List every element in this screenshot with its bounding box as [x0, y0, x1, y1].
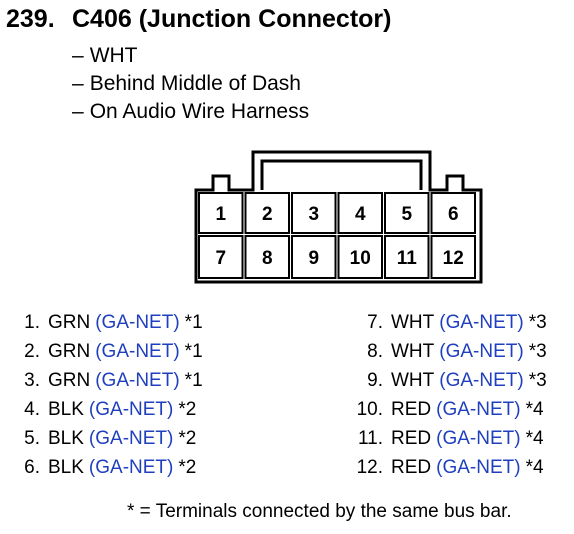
connector-number: 239.	[6, 5, 55, 33]
bus-bar-note: *3	[528, 369, 547, 391]
bus-bar-note: *1	[184, 340, 203, 362]
pin-cavity-label-2: 2	[262, 204, 273, 225]
pin-cavity-label-11: 11	[397, 248, 418, 269]
pin-cavity-label-10: 10	[350, 248, 371, 269]
net-label: (GA-NET)	[436, 398, 521, 420]
net-label: (GA-NET)	[439, 311, 524, 333]
pin-number: 11.	[357, 427, 383, 449]
pin-cavity-6	[430, 192, 476, 234]
pin-cavity-2	[244, 192, 290, 234]
wire-color: WHT	[391, 369, 435, 391]
bus-bar-note: *4	[525, 456, 544, 478]
pin-cavity-8	[244, 235, 290, 279]
pin-number: 7.	[367, 311, 383, 333]
pin-entry: 10. RED(GA-NET)*4	[352, 395, 547, 424]
pin-cavity-label-9: 9	[308, 248, 319, 269]
pin-cavity-label-6: 6	[448, 204, 459, 225]
pin-number: 3.	[24, 369, 40, 391]
pin-cavity-label-7: 7	[215, 248, 226, 269]
pin-cavity-label-12: 12	[443, 248, 464, 269]
bus-bar-note: *4	[525, 398, 544, 420]
wire-color: RED	[391, 456, 432, 478]
pin-entry: 3. GRN(GA-NET)*1	[18, 366, 203, 395]
connector-housing-outline	[194, 150, 483, 284]
bus-bar-note: *2	[178, 456, 197, 478]
net-label: (GA-NET)	[95, 369, 180, 391]
description-location: –Behind Middle of Dash	[72, 72, 301, 95]
wire-color: GRN	[48, 369, 91, 391]
pin-entry: 7. WHT(GA-NET)*3	[352, 308, 547, 337]
wire-color: RED	[391, 398, 432, 420]
pin-entry: 5. BLK(GA-NET)*2	[18, 424, 203, 453]
pin-number: 5.	[24, 427, 40, 449]
pin-entry: 6. BLK(GA-NET)*2	[18, 453, 203, 482]
connector-heading: 239. C406 (Junction Connector)	[6, 5, 391, 34]
pin-cavity-label-5: 5	[401, 204, 412, 225]
connector-title: C406 (Junction Connector)	[72, 5, 392, 33]
pin-cavity-label-1: 1	[215, 204, 226, 225]
pin-number: 10.	[356, 398, 383, 420]
pin-number: 4.	[24, 398, 40, 420]
net-label: (GA-NET)	[436, 427, 521, 449]
pin-number: 6.	[24, 456, 40, 478]
description-color: –WHT	[72, 44, 138, 67]
wire-color: BLK	[48, 456, 84, 478]
net-label: (GA-NET)	[436, 456, 521, 478]
pin-cavity-11	[384, 235, 430, 279]
pin-cavity-9	[291, 235, 337, 279]
wire-color: WHT	[391, 340, 435, 362]
net-label: (GA-NET)	[439, 340, 524, 362]
connector-lock-tab	[260, 159, 423, 190]
pin-cavity-1	[198, 192, 244, 234]
pin-number: 2.	[24, 340, 40, 362]
pin-entry: 2. GRN(GA-NET)*1	[18, 337, 203, 366]
net-label: (GA-NET)	[95, 311, 180, 333]
wire-color: BLK	[48, 427, 84, 449]
bus-bar-note: *3	[528, 311, 547, 333]
pin-cavity-label-8: 8	[262, 248, 273, 269]
description-harness: –On Audio Wire Harness	[72, 100, 310, 123]
bus-bar-note: *4	[525, 427, 544, 449]
pin-cavity-7	[198, 235, 244, 279]
net-label: (GA-NET)	[439, 369, 524, 391]
wire-color: GRN	[48, 340, 91, 362]
pin-cavity-4	[337, 192, 383, 234]
bus-bar-note: *2	[178, 427, 197, 449]
pin-entry: 11. RED(GA-NET)*4	[352, 424, 547, 453]
pin-cavity-label-3: 3	[308, 204, 319, 225]
wire-color: GRN	[48, 311, 91, 333]
wire-color: BLK	[48, 398, 84, 420]
pin-entry: 12. RED(GA-NET)*4	[352, 453, 547, 482]
pin-number: 1.	[24, 311, 40, 333]
pin-entry: 4. BLK(GA-NET)*2	[18, 395, 203, 424]
pin-number: 9.	[367, 369, 383, 391]
net-label: (GA-NET)	[88, 398, 174, 420]
pin-cavity-10	[337, 235, 383, 279]
bus-bar-note: *2	[178, 398, 197, 420]
wire-color: WHT	[391, 311, 435, 333]
pin-entry: 9. WHT(GA-NET)*3	[352, 366, 547, 395]
pin-number: 8.	[367, 340, 383, 362]
net-label: (GA-NET)	[88, 427, 174, 449]
wire-color: RED	[391, 427, 432, 449]
pin-cavity-label-4: 4	[355, 204, 366, 225]
pin-number: 12.	[356, 456, 383, 478]
pin-cavity-5	[384, 192, 430, 234]
bus-bar-note: *3	[528, 340, 547, 362]
net-label: (GA-NET)	[88, 456, 174, 478]
bus-bar-footnote: * = Terminals connected by the same bus …	[127, 501, 512, 522]
pin-cavity-12	[430, 235, 476, 279]
bus-bar-note: *1	[184, 369, 203, 391]
net-label: (GA-NET)	[95, 340, 180, 362]
pin-entry: 1. GRN(GA-NET)*1	[18, 308, 203, 337]
pin-cavity-3	[291, 192, 337, 234]
pin-entry: 8. WHT(GA-NET)*3	[352, 337, 547, 366]
bus-bar-note: *1	[184, 311, 203, 333]
